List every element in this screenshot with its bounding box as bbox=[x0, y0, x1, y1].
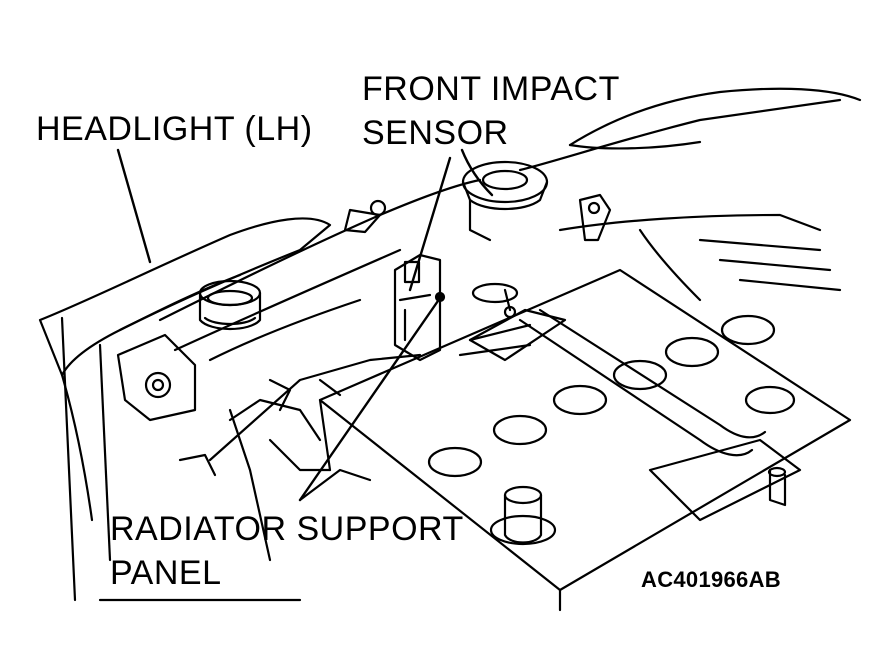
battery-hold-down bbox=[468, 308, 767, 457]
headlight-leader bbox=[116, 148, 152, 264]
radiator-hose bbox=[458, 282, 532, 357]
terminal-bolt bbox=[648, 438, 802, 522]
headlight-housing bbox=[38, 217, 332, 602]
battery bbox=[318, 268, 852, 612]
figure-code: AC401966AB bbox=[641, 567, 781, 592]
radiator-support-panel bbox=[208, 298, 422, 502]
front-impact-sensor bbox=[393, 253, 446, 362]
headlight-label: HEADLIGHT (LH) bbox=[36, 110, 313, 148]
radiator-cap bbox=[461, 160, 549, 242]
radiator-leader bbox=[298, 296, 442, 502]
fan-shroud bbox=[558, 193, 842, 302]
radiator-support-panel-label-line1: RADIATOR SUPPORT bbox=[110, 510, 464, 548]
reservoir-cap bbox=[198, 279, 262, 330]
battery-terminal bbox=[489, 485, 557, 546]
sensor-leader bbox=[408, 156, 452, 292]
front-impact-sensor-label-line1: FRONT IMPACT bbox=[362, 70, 620, 108]
lower-structure bbox=[98, 408, 302, 602]
sensor-leader-2 bbox=[460, 148, 494, 197]
radiator-support-panel-label-line2: PANEL bbox=[110, 554, 222, 592]
hood-edge bbox=[518, 87, 862, 172]
callout-lines bbox=[116, 148, 494, 502]
front-impact-sensor-label-line2: SENSOR bbox=[362, 114, 509, 152]
mounting-bracket bbox=[116, 333, 197, 422]
